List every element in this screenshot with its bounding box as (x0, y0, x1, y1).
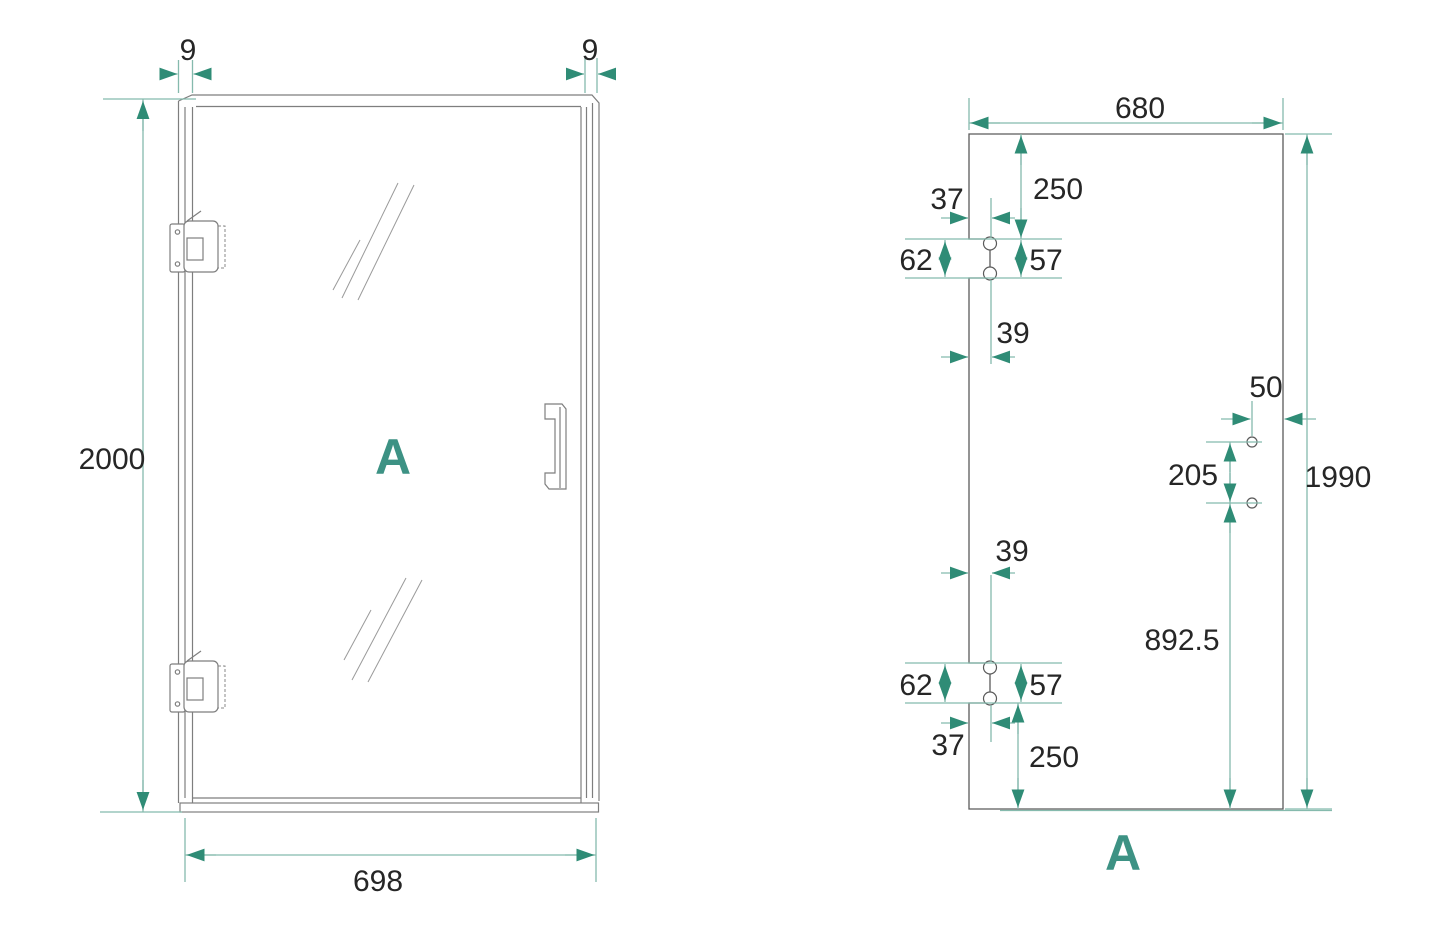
dim-bottom-hinge-offset-label: 37 (931, 729, 964, 762)
bottom-hinge-cutout-hole (982, 660, 998, 675)
dim-panel-width-label: 680 (1115, 92, 1165, 125)
dim-top-left-offset-label: 9 (180, 34, 197, 67)
door-elevation-dimensions: 9 9 2000 698 (79, 34, 617, 898)
dim-handle-from-bottom-label: 892.5 (1144, 624, 1219, 657)
dim-top-hinge-offset-label: 37 (930, 183, 963, 216)
dim-top-hinge-from-top-label: 250 (1033, 173, 1083, 206)
top-hinge-drawing (169, 210, 226, 273)
dim-top-hinge-right-height-label: 57 (1029, 244, 1062, 277)
glass-shine-marks-top (332, 182, 415, 301)
bottom-hinge-cutout-hole (982, 691, 998, 706)
dimension-lines-right-view (905, 98, 1332, 812)
glass-panel-dimensions: 680 250 37 62 57 39 50 205 1990 39 892.5… (899, 92, 1372, 812)
dim-bottom-hinge-from-bottom-label: 250 (1029, 741, 1079, 774)
dim-door-width-label: 698 (353, 865, 403, 898)
dim-bottom-hinge-depth-label: 39 (995, 535, 1028, 568)
view-label-panel: A (1105, 825, 1141, 881)
dim-bottom-hinge-right-height-label: 57 (1029, 669, 1062, 702)
glass-panel-outline (968, 133, 1284, 810)
top-hinge-cutout-hole (982, 236, 998, 251)
dim-top-hinge-left-height-label: 62 (899, 244, 932, 277)
dim-door-height-label: 2000 (79, 443, 146, 476)
glass-shine-marks-bottom (343, 577, 423, 683)
top-hinge-cutout-hole (982, 266, 998, 281)
door-handle-drawing (544, 403, 567, 490)
view-label-door: A (375, 429, 411, 485)
dim-handle-hole-spacing-label: 205 (1168, 459, 1218, 492)
dimension-lines-left-view (100, 58, 617, 882)
dim-bottom-hinge-left-height-label: 62 (899, 669, 932, 702)
bottom-hinge-drawing (169, 650, 226, 713)
glass-panel-view (968, 133, 1284, 810)
door-elevation-view (169, 94, 600, 813)
dim-top-right-offset-label: 9 (582, 34, 599, 67)
dim-top-hinge-depth-label: 39 (996, 317, 1029, 350)
dim-panel-height-label: 1990 (1305, 461, 1372, 494)
dim-handle-from-edge-label: 50 (1249, 371, 1282, 404)
